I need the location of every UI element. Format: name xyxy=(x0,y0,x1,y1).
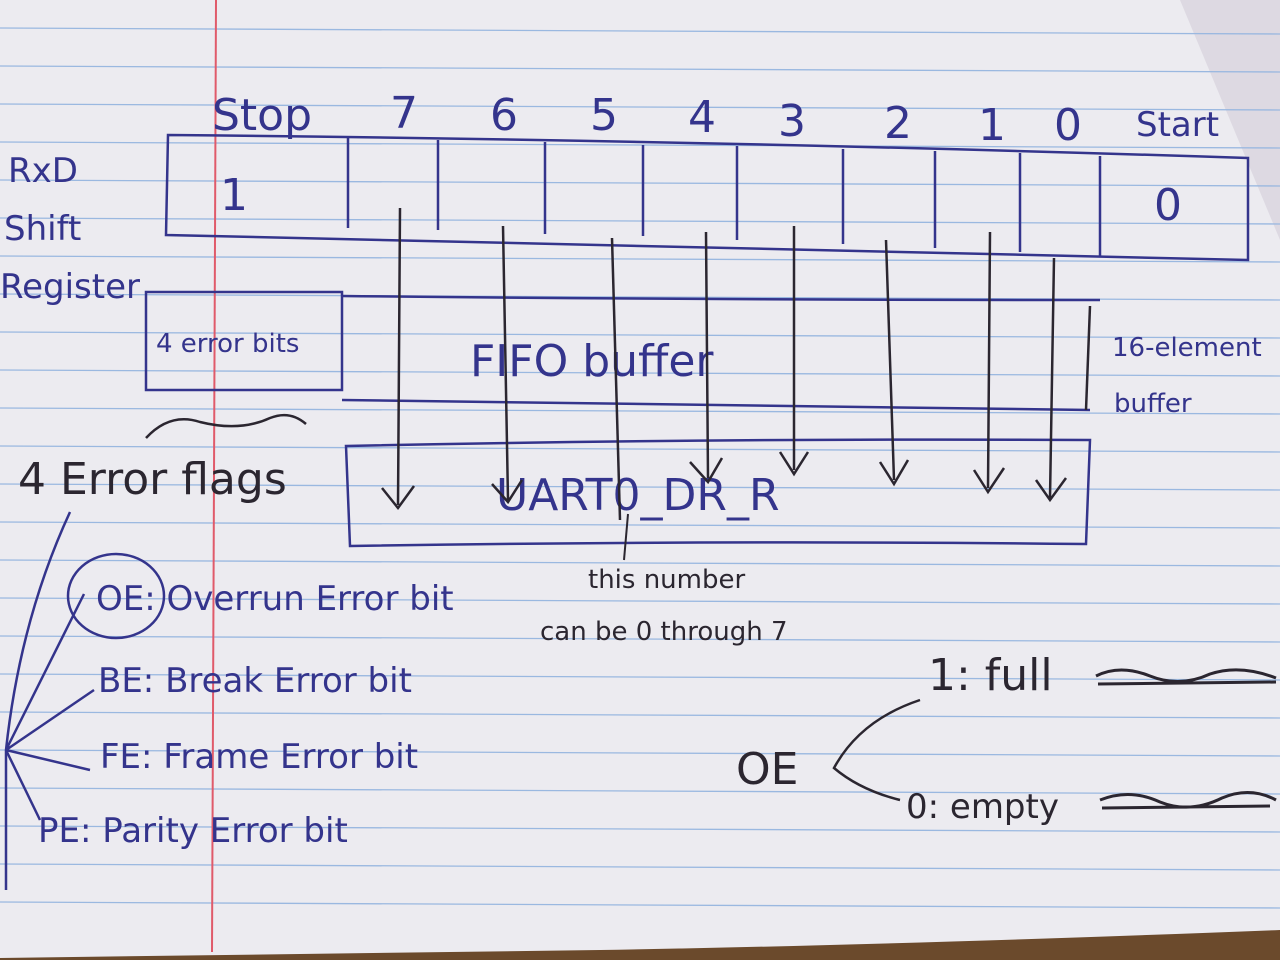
ruled-line xyxy=(0,217,1280,225)
register-label-line3: Register xyxy=(0,267,140,307)
bit-6-arrow xyxy=(491,225,524,505)
bit-2-arrow xyxy=(878,239,910,487)
error-flags-heading: 4 Error flags xyxy=(18,454,287,505)
error-bits-box xyxy=(144,290,344,392)
bit-header-6: 6 xyxy=(490,90,518,141)
ruled-line xyxy=(0,901,1280,909)
bit-3-arrow xyxy=(778,226,810,477)
shift-register-box xyxy=(164,133,1250,262)
bit-4-arrow xyxy=(689,231,724,485)
error-flags-branches xyxy=(4,593,95,821)
bit-arrows xyxy=(381,207,1092,521)
bit-header-1: 1 xyxy=(978,100,1006,151)
data-register-box xyxy=(344,438,1092,548)
error-bits-label: 4 error bits xyxy=(156,329,299,359)
ruled-line xyxy=(0,65,1280,73)
bit-header-stop: Stop xyxy=(212,90,312,141)
bit-header-7: 7 xyxy=(390,88,418,139)
register-label-line2: Shift xyxy=(4,209,81,249)
error-flag-oe: OE: Overrun Error bit xyxy=(96,579,454,619)
oe-state-branch xyxy=(832,698,921,802)
start-bit-value: 0 xyxy=(1154,180,1182,231)
bit-1-arrow xyxy=(972,231,1006,495)
ruled-line xyxy=(0,179,1280,187)
ruled-line xyxy=(0,27,1280,35)
uart-note-line1: this number xyxy=(588,565,745,595)
stop-bit-value: 1 xyxy=(220,170,248,221)
error-flag-be: BE: Break Error bit xyxy=(98,661,412,701)
error-flags-bracket xyxy=(4,511,72,890)
note-pointer xyxy=(623,513,629,561)
bit-5-arrow xyxy=(610,237,622,521)
fifo-size-line2: buffer xyxy=(1114,389,1192,419)
ruled-line xyxy=(0,103,1280,111)
scribble-empty xyxy=(1099,791,1277,810)
register-label-line1: RxD xyxy=(8,151,78,191)
oe-state-label: OE xyxy=(736,744,798,795)
scribble-full xyxy=(1095,668,1277,686)
error-flags-connectors xyxy=(4,511,166,890)
ruled-line xyxy=(0,141,1280,149)
bit-header-4: 4 xyxy=(688,92,716,143)
oe-state-empty: 0: empty xyxy=(906,787,1059,827)
ruled-line xyxy=(0,255,1280,263)
uart-note-line2: can be 0 through 7 xyxy=(540,617,788,647)
scribbled-out-words xyxy=(1095,668,1277,810)
shift-register-outline xyxy=(164,133,1250,262)
error-flag-pe: PE: Parity Error bit xyxy=(38,811,348,851)
fifo-right-edge xyxy=(1084,305,1092,411)
data-register-label: UART0_DR_R xyxy=(496,470,780,521)
margin-line xyxy=(211,0,217,953)
oe-state-full: 1: full xyxy=(928,650,1053,701)
bit-header-0: 0 xyxy=(1054,100,1082,151)
bit-headers: Stop 7 6 5 4 3 2 1 0 Start xyxy=(212,88,1219,151)
fifo-size-line1: 16-element xyxy=(1112,333,1262,363)
bit-header-2: 2 xyxy=(884,98,912,149)
bit-header-5: 5 xyxy=(590,90,618,141)
error-bits-brace xyxy=(145,413,307,439)
oe-circle xyxy=(66,552,166,640)
bit-0-arrow xyxy=(1034,257,1068,503)
error-flag-fe: FE: Frame Error bit xyxy=(100,737,418,777)
bit-header-3: 3 xyxy=(778,96,806,147)
bit-header-start: Start xyxy=(1136,105,1219,145)
bit-7-arrow xyxy=(381,207,416,511)
ruled-line xyxy=(0,369,1280,377)
ruled-line xyxy=(0,331,1280,339)
fifo-buffer xyxy=(144,290,1101,412)
fifo-buffer-label: FIFO buffer xyxy=(470,336,714,387)
page-curl xyxy=(1180,0,1280,240)
fifo-buffer-outline xyxy=(341,294,1101,412)
